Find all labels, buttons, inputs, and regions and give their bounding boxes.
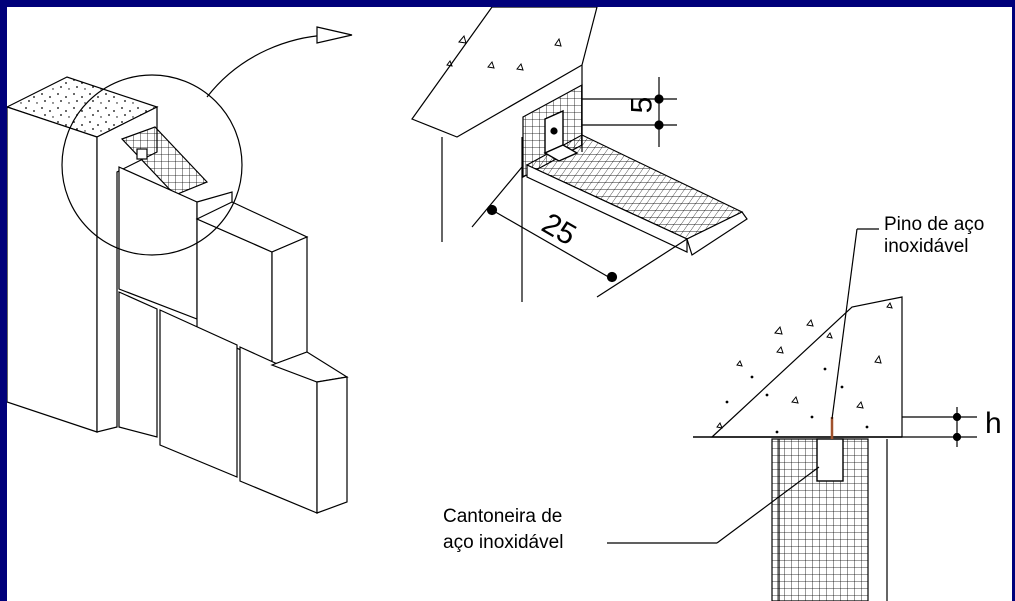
detail-circle [61, 74, 243, 256]
tile-lower-1 [118, 291, 158, 438]
tile-lower-2 [159, 309, 238, 478]
isometric-facade [7, 26, 353, 514]
mesh-corner [120, 126, 209, 196]
angle-leader [716, 466, 820, 544]
dimension-h-label: h [985, 407, 1002, 440]
arrow-head [316, 26, 353, 44]
angle-label-line1: Cantoneira de [443, 506, 563, 527]
concrete-section [710, 296, 903, 438]
corner-detail [411, 7, 748, 302]
angle-label-line2: aço inoxidável [443, 532, 564, 553]
column-left-face [7, 106, 98, 433]
concrete-top [411, 7, 598, 138]
column-right-face [96, 106, 158, 433]
angle-section [816, 438, 844, 482]
pin-leader [831, 228, 858, 420]
pin-label-line2: inoxidável [884, 236, 969, 257]
dimension-5-label: 5 [625, 96, 659, 114]
pin-label-line1: Pino de aço [884, 214, 985, 235]
drawing-canvas: 5 25 h Pino de aço inoxidável Cantoneira… [7, 7, 1012, 601]
section-view [607, 228, 977, 601]
technical-drawing [7, 7, 977, 601]
detail-arrow [206, 34, 328, 98]
angle-small [136, 148, 148, 160]
